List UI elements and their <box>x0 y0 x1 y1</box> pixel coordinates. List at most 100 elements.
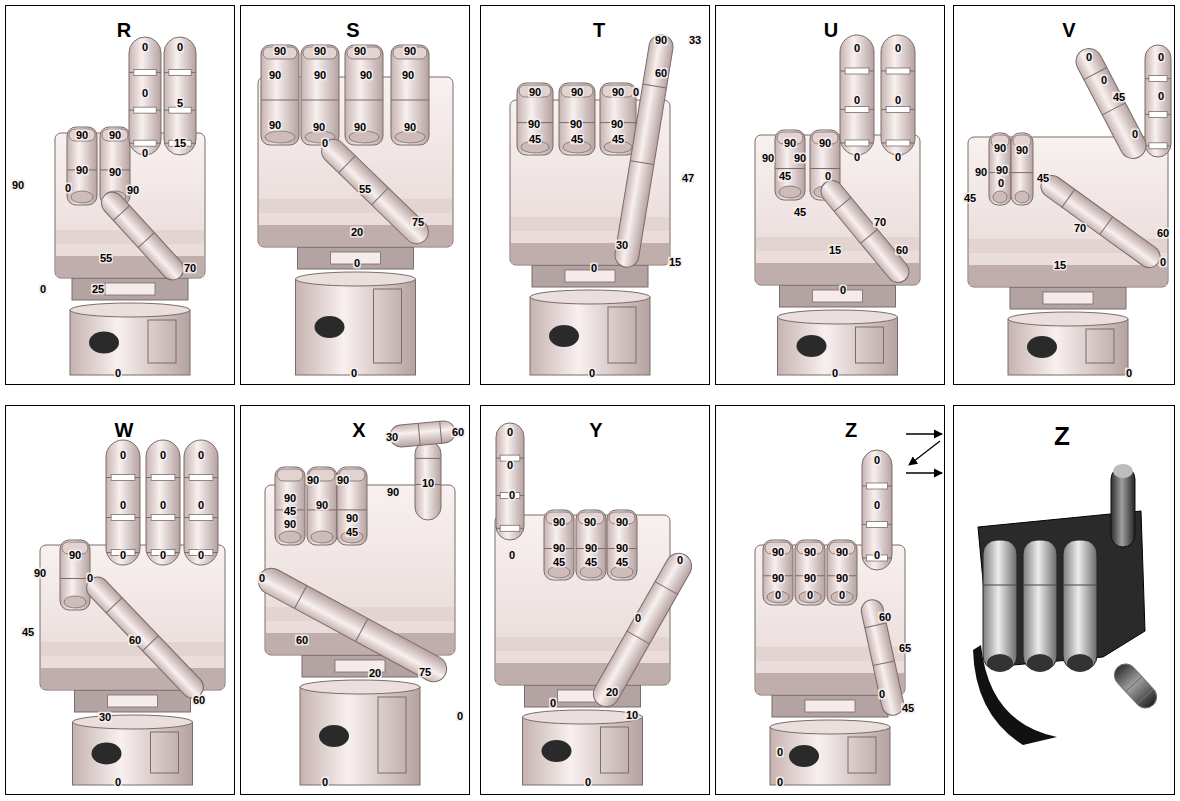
curled-finger <box>576 510 606 580</box>
joint-angle: 90 <box>283 493 297 504</box>
joint-angle: 90 <box>273 46 287 57</box>
thumb <box>415 441 441 520</box>
joint-angle: 90 <box>654 35 668 46</box>
curled-finger <box>600 83 636 155</box>
robot-hand <box>755 450 906 785</box>
joint-angle: 0 <box>159 500 167 511</box>
joint-angle: 90 <box>611 87 625 98</box>
curled-finger <box>67 127 97 205</box>
thumb <box>817 176 914 287</box>
cylinder-top <box>1008 312 1128 326</box>
sign-panel: T <box>480 5 710 385</box>
cylinder-top <box>73 715 193 729</box>
joint-angle: 0 <box>873 550 881 561</box>
joint-bracket <box>1149 143 1167 149</box>
robot-hand <box>495 423 696 785</box>
letter-title: R <box>117 20 131 40</box>
joint-angle: 0 <box>119 500 127 511</box>
joint-angle: 0 <box>353 258 361 269</box>
robot-hand <box>755 35 920 375</box>
joint-angle: 45 <box>1036 173 1050 184</box>
cylinder-slot <box>1086 329 1114 363</box>
joint-angle: 90 <box>313 70 327 81</box>
cylinder-slot <box>151 732 179 773</box>
joint-angle: 0 <box>506 460 514 471</box>
fingertip <box>71 191 93 203</box>
letter-title: U <box>824 20 838 40</box>
thumb <box>1071 44 1150 163</box>
cylinder-slot <box>378 697 406 773</box>
joint-angle: 90 <box>793 153 807 164</box>
thumb-joint <box>356 619 368 642</box>
thumb-joint <box>1062 189 1075 207</box>
joint-angle: 0 <box>776 747 784 758</box>
joint-bracket <box>151 515 175 521</box>
cylinder-hole <box>315 316 345 338</box>
joint-angle: 90 <box>11 180 25 191</box>
curled-finger <box>544 510 574 580</box>
wrist-band <box>1010 287 1126 309</box>
joint-angle: 0 <box>873 500 881 511</box>
joint-angle: 90 <box>306 475 320 486</box>
base-cylinder <box>523 717 643 785</box>
thumb-link <box>97 188 188 285</box>
palm-band <box>496 663 669 684</box>
joint-angle: 0 <box>997 178 1005 189</box>
knuckle-cap <box>519 85 551 97</box>
joint-angle: 0 <box>1125 368 1133 379</box>
thumb-link <box>589 549 697 712</box>
joint-angle: 0 <box>141 88 149 99</box>
finger-joint <box>345 100 383 101</box>
thumb-joint <box>1137 689 1153 704</box>
joint-angle: 90 <box>583 517 597 528</box>
joint-angle: 0 <box>853 43 861 54</box>
cylinder-top <box>778 310 898 324</box>
joint-angle: 0 <box>774 590 782 601</box>
joint-angle: 60 <box>128 635 142 646</box>
joint-angle: 75 <box>411 217 425 228</box>
thumb-link <box>1037 171 1165 272</box>
joint-angle: 60 <box>192 695 206 706</box>
thumb-joint <box>113 206 129 221</box>
joint-angle: 10 <box>625 710 639 721</box>
knuckle-cap <box>69 129 95 141</box>
joint-angle: 0 <box>831 368 839 379</box>
thumb <box>1110 660 1161 713</box>
joint-angle: 0 <box>141 148 149 159</box>
curled-finger <box>261 45 299 145</box>
thumb-joint <box>138 233 154 248</box>
joint-angle: 90 <box>386 487 400 498</box>
joint-bracket <box>886 106 910 112</box>
finger-joint <box>810 168 840 169</box>
joint-angle: 0 <box>676 555 684 566</box>
joint-angle: 45 <box>615 557 629 568</box>
knuckle-cap <box>561 85 593 97</box>
joint-angle: 30 <box>98 712 112 723</box>
joint-angle: 0 <box>590 263 598 274</box>
joint-angle: 0 <box>1085 52 1093 63</box>
curled-finger <box>345 45 383 145</box>
fingertip <box>395 131 425 143</box>
finger-link <box>129 37 161 155</box>
curled-finger <box>795 540 825 605</box>
joint-angle: 45 <box>611 134 625 145</box>
joint-angle: 90 <box>615 517 629 528</box>
joint-angle: 90 <box>268 70 282 81</box>
thumb-link <box>389 420 456 448</box>
joint-angle: 5 <box>176 98 184 109</box>
finger-joint <box>337 509 367 510</box>
joint-angle: 90 <box>993 143 1007 154</box>
base-cylinder <box>770 727 890 785</box>
cylinder-hole <box>89 332 119 354</box>
joint-bracket <box>867 483 888 489</box>
cylinder-top <box>300 680 420 694</box>
joint-angle: 15 <box>173 138 187 149</box>
joint-angle: 60 <box>295 635 309 646</box>
joint-angle: 45 <box>584 557 598 568</box>
fingertip <box>64 596 86 608</box>
finger-link <box>496 423 524 540</box>
joint-angle: 55 <box>358 184 372 195</box>
thumb-link <box>1110 660 1161 713</box>
joint-angle: 0 <box>806 590 814 601</box>
